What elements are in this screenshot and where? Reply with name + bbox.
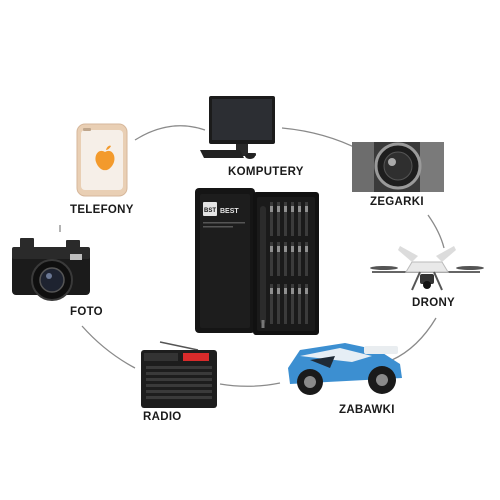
watch-icon bbox=[352, 142, 444, 192]
monitor-icon bbox=[200, 96, 275, 159]
drone-icon bbox=[370, 246, 484, 291]
label-drony: DRONY bbox=[412, 297, 456, 309]
ring-arc-komputery-zegarki bbox=[281, 127, 361, 151]
label-radio: RADIO bbox=[143, 411, 182, 423]
ring-arc-zabawki-radio bbox=[219, 382, 281, 387]
brand-logo bbox=[203, 202, 217, 216]
toolkit-case: BST BEST bbox=[195, 188, 319, 335]
toy-car-icon bbox=[288, 343, 402, 395]
label-telefony: TELEFONY bbox=[70, 204, 134, 216]
camera-icon bbox=[12, 238, 90, 301]
ring-arc-telefony-komputery bbox=[134, 125, 206, 141]
ring-arc-zegarki-drony bbox=[427, 214, 445, 249]
ring-arc-drony-zabawki bbox=[391, 317, 437, 361]
phone-icon bbox=[76, 123, 128, 197]
label-zabawki: ZABAWKI bbox=[339, 404, 395, 416]
label-zegarki: ZEGARKI bbox=[370, 196, 424, 208]
label-foto: FOTO bbox=[70, 306, 103, 318]
ring-arc-radio-foto bbox=[81, 325, 136, 369]
radio-icon bbox=[141, 341, 217, 408]
brand-text: BEST bbox=[220, 208, 239, 215]
screwdriver-handle bbox=[260, 206, 266, 324]
label-komputery: KOMPUTERY bbox=[228, 166, 304, 178]
logo-text: BST bbox=[204, 208, 216, 214]
